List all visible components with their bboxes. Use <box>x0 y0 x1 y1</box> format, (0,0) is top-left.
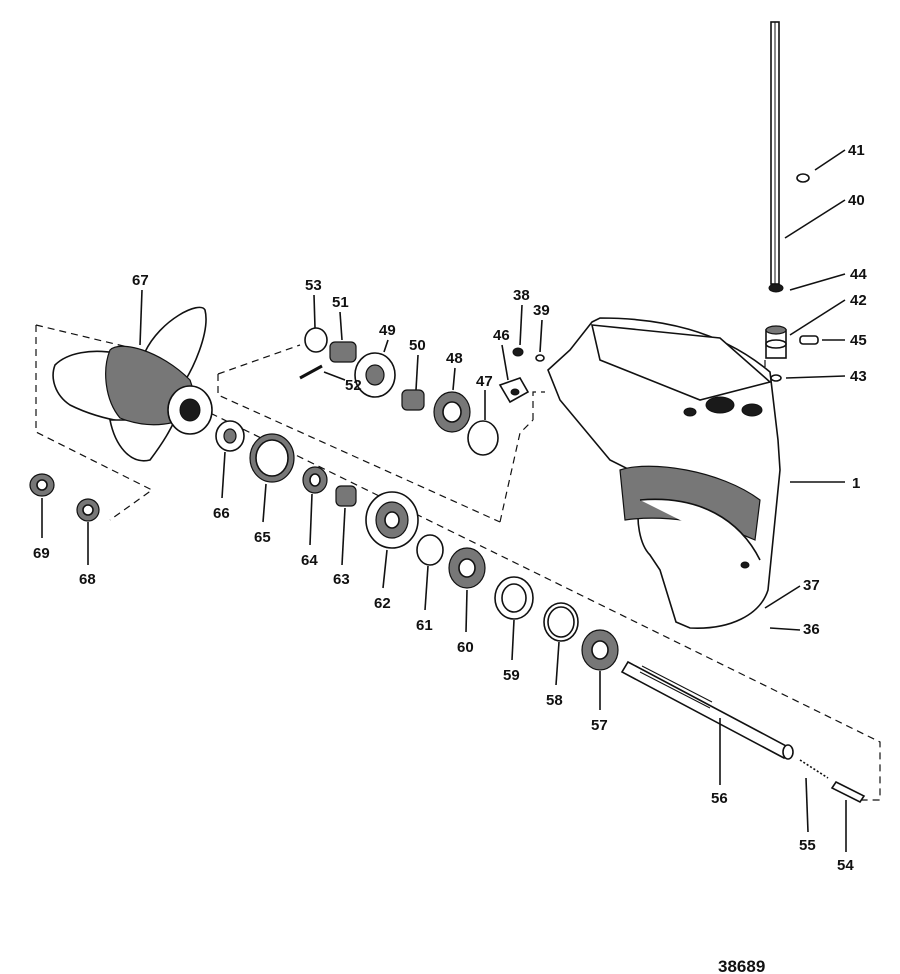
bearing-50 <box>401 389 425 411</box>
callout-42: 42 <box>850 292 867 309</box>
shaft-parts <box>620 660 866 804</box>
callout-58: 58 <box>546 692 563 709</box>
callout-69: 69 <box>33 545 50 562</box>
callout-36: 36 <box>803 621 820 638</box>
callout-38: 38 <box>513 287 530 304</box>
callout-57: 57 <box>591 717 608 734</box>
clutch-51 <box>329 341 357 363</box>
callout-39: 39 <box>533 302 550 319</box>
callout-37: 37 <box>803 577 820 594</box>
spring-55 <box>799 759 829 779</box>
callout-64: 64 <box>301 552 318 569</box>
o-ring-47 <box>467 420 499 456</box>
ring-53 <box>304 327 328 353</box>
propeller <box>52 306 213 462</box>
clip-41 <box>796 173 810 183</box>
leader-lines <box>41 149 847 852</box>
callout-51: 51 <box>332 294 349 311</box>
callout-49: 49 <box>379 322 396 339</box>
prop-nut-parts <box>29 473 100 522</box>
callout-50: 50 <box>409 337 426 354</box>
callout-65: 65 <box>254 529 271 546</box>
callout-61: 61 <box>416 617 433 634</box>
washer-39 <box>535 354 545 362</box>
callout-44: 44 <box>850 266 867 283</box>
callout-45: 45 <box>850 332 867 349</box>
callout-41: 41 <box>848 142 865 159</box>
callout-53: 53 <box>305 277 322 294</box>
bearing-63 <box>335 485 357 507</box>
callout-68: 68 <box>79 571 96 588</box>
screw-45 <box>799 335 819 345</box>
washer-44 <box>768 283 784 293</box>
diagram-number: 38689 <box>718 957 765 974</box>
callout-55: 55 <box>799 837 816 854</box>
o-ring-43 <box>770 374 782 382</box>
callout-52: 52 <box>345 377 362 394</box>
callout-48: 48 <box>446 350 463 367</box>
callout-54: 54 <box>837 857 854 874</box>
screw-38 <box>512 347 524 357</box>
pin-52 <box>299 364 323 380</box>
callout-labels: 41 40 44 42 45 43 1 37 36 38 39 46 47 48… <box>33 142 867 874</box>
callout-46: 46 <box>493 327 510 344</box>
callout-1: 1 <box>852 475 860 492</box>
callout-63: 63 <box>333 571 350 588</box>
callout-56: 56 <box>711 790 728 807</box>
propeller-shaft-parts <box>215 420 619 671</box>
callout-43: 43 <box>850 368 867 385</box>
callout-62: 62 <box>374 595 391 612</box>
callout-60: 60 <box>457 639 474 656</box>
callout-40: 40 <box>848 192 865 209</box>
prop-shaft-56 <box>620 660 792 760</box>
gear-housing <box>547 317 781 629</box>
upper-small-parts <box>299 327 545 456</box>
o-ring-61 <box>416 534 444 566</box>
callout-47: 47 <box>476 373 493 390</box>
callout-59: 59 <box>503 667 520 684</box>
callout-67: 67 <box>132 272 149 289</box>
callout-66: 66 <box>213 505 230 522</box>
drive-shaft-assembly <box>765 21 819 382</box>
pin-54 <box>830 780 866 804</box>
